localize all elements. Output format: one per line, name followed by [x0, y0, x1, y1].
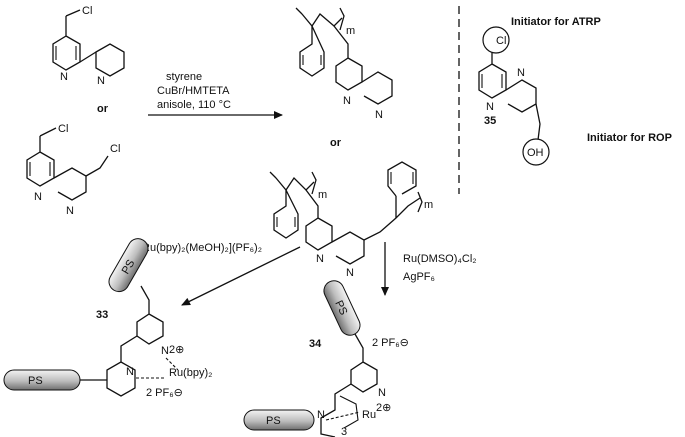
polystyrene-chain-left — [243, 409, 315, 431]
reagent-styrene: styrene — [166, 71, 202, 83]
repeat-unit-m: m — [318, 189, 327, 201]
or-label-starting: or — [97, 103, 109, 115]
nitrogen-atom: N — [378, 387, 386, 399]
reagent-conditions: anisole, 110 °C — [157, 99, 231, 111]
chlorine-atom: Cl — [110, 143, 120, 155]
compound-33-structure: PS N N PS — [3, 238, 179, 397]
nitrogen-atom: N — [317, 409, 325, 421]
nitrogen-atom: N — [346, 267, 354, 279]
nitrogen-atom: N — [343, 95, 351, 107]
atrp-initiator-circle — [482, 26, 510, 54]
hydroxyl-group: OH — [527, 147, 544, 159]
nitrogen-atom: N — [60, 71, 68, 83]
nitrogen-atom: N — [66, 205, 74, 217]
or-label-product: or — [330, 137, 342, 149]
nitrogen-atom: N — [126, 366, 134, 378]
compound-number-34: 34 — [309, 338, 322, 350]
polystyrene-label: PS — [332, 299, 349, 317]
nitrogen-atom: N — [517, 67, 525, 79]
compound-35-structure: Cl N N OH — [478, 26, 550, 166]
label-atrp-initiator: Initiator for ATRP — [511, 16, 601, 28]
nitrogen-atom: N — [486, 101, 494, 113]
compound-34-structure: PS N N PS — [243, 280, 386, 437]
polystyrene-label: PS — [28, 375, 43, 387]
bis-polystyrene-bipyridine: m N N m — [269, 161, 433, 279]
polystyrene-chain-top — [108, 238, 149, 293]
bis-chloromethyl-bipyridine: Cl N Cl N — [26, 123, 120, 217]
tris-subscript: 3 — [341, 426, 347, 437]
counterion-34: 2 PF₆⊖ — [372, 337, 409, 349]
chlorine-atom: Cl — [82, 5, 92, 17]
nitrogen-atom: N — [34, 191, 42, 203]
repeat-unit-m: m — [424, 199, 433, 211]
reaction-arrow-to-33 — [181, 246, 301, 306]
reagent-ru-bpy: [Ru(bpy)₂(MeOH)₂](PF₆)₂ — [139, 242, 262, 254]
charge-34: 2⊕ — [376, 402, 391, 414]
repeat-unit-m: m — [346, 25, 355, 37]
nitrogen-atom: N — [97, 75, 105, 87]
compound-number-35: 35 — [484, 115, 496, 127]
polystyrene-label: PS — [266, 415, 281, 427]
label-rop-initiator: Initiator for ROP — [587, 132, 672, 144]
ruthenium-center-34: Ru — [362, 409, 376, 421]
reagent-catalyst: CuBr/HMTETA — [157, 85, 230, 97]
reagent-ru-dmso: Ru(DMSO)₄Cl₂ — [403, 253, 477, 265]
chlorine-atom: Cl — [496, 35, 506, 47]
compound-number-33: 33 — [96, 309, 108, 321]
charge-33: 2⊕ — [169, 344, 184, 356]
ruthenium-center-33: Ru(bpy)₂ — [169, 367, 212, 379]
reagent-agpf6: AgPF₆ — [403, 271, 435, 283]
nitrogen-atom: N — [161, 345, 169, 357]
polystyrene-bipyridine: m N N — [295, 7, 393, 121]
nitrogen-atom: N — [316, 253, 324, 265]
counterion-33: 2 PF₆⊖ — [146, 387, 183, 399]
tris-ligand-bracket — [339, 395, 359, 429]
nitrogen-atom: N — [375, 109, 383, 121]
rop-initiator-circle — [522, 138, 550, 166]
chlorine-atom: Cl — [58, 123, 68, 135]
chloromethyl-bipyridine: Cl N N — [52, 5, 125, 87]
polystyrene-chain-top — [323, 280, 361, 336]
